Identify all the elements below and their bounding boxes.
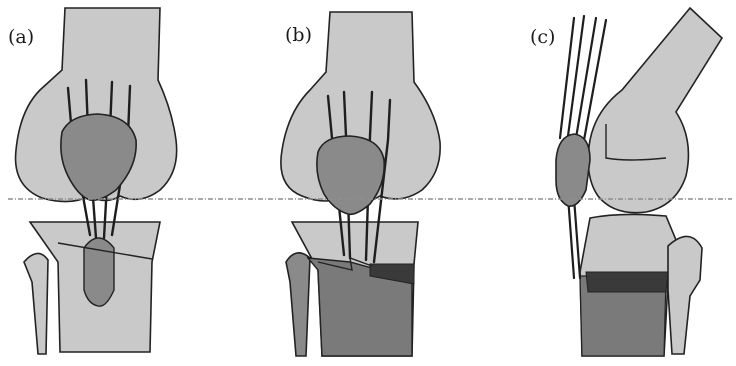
osteotomy-band-c	[586, 272, 668, 292]
patella-c	[556, 134, 590, 206]
panel-c	[556, 8, 722, 356]
fibula-c	[668, 236, 702, 354]
femur-c	[588, 8, 722, 213]
panel-a	[16, 8, 177, 354]
patella-b	[317, 136, 384, 214]
fibula-b	[286, 253, 310, 356]
panel-label-c: (c)	[530, 26, 555, 48]
panel-label-b: (b)	[285, 24, 312, 46]
fibula-a	[24, 253, 48, 354]
panel-b	[281, 12, 440, 356]
panel-label-a: (a)	[8, 26, 34, 48]
